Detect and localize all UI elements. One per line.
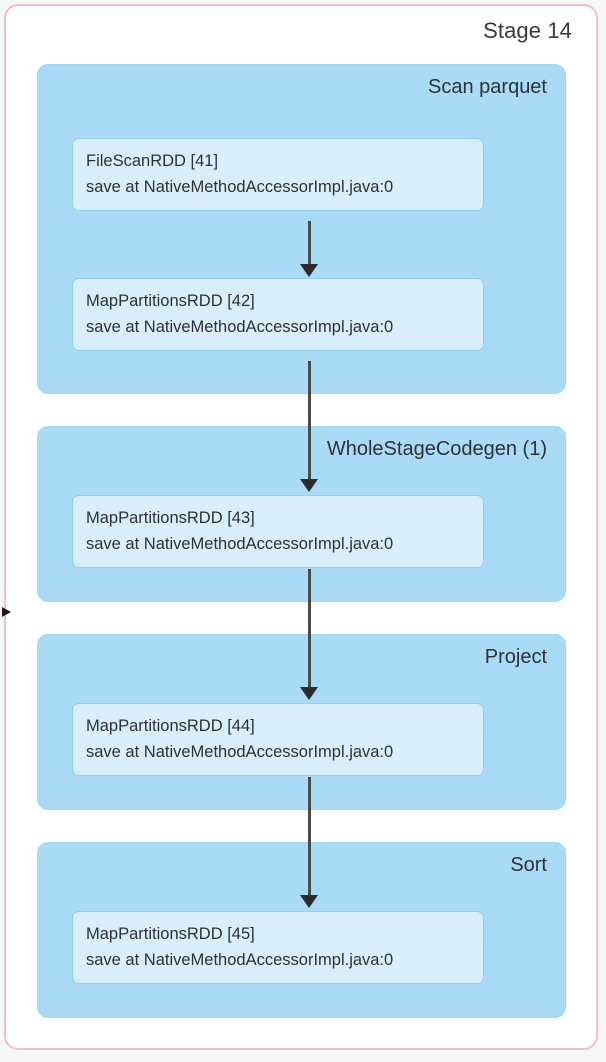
scope-label: Sort <box>510 854 547 876</box>
scope-label: WholeStageCodegen (1) <box>326 438 547 460</box>
rdd-node-name: MapPartitionsRDD [45] <box>86 925 255 943</box>
dag-edge-arrowhead <box>300 687 318 700</box>
scope-label: Scan parquet <box>428 76 547 98</box>
left-edge-arrow-icon <box>2 607 11 617</box>
rdd-node[interactable]: MapPartitionsRDD [43] save at NativeMeth… <box>72 495 484 568</box>
scope-box-project[interactable]: Project MapPartitionsRDD [44] save at Na… <box>37 634 566 810</box>
rdd-node-name: MapPartitionsRDD [42] <box>86 292 255 310</box>
rdd-node-name: FileScanRDD [41] <box>86 152 219 170</box>
dag-edge-44-to-45 <box>308 777 311 900</box>
rdd-node[interactable]: FileScanRDD [41] save at NativeMethodAcc… <box>72 138 484 211</box>
rdd-node-callsite: save at NativeMethodAccessorImpl.java:0 <box>86 535 394 553</box>
rdd-node-name: MapPartitionsRDD [43] <box>86 509 255 527</box>
dag-edge-43-to-44 <box>308 569 311 692</box>
stage-dag-panel: Stage 14 Scan parquet FileScanRDD [41] s… <box>2 4 598 1050</box>
dag-edge-arrowhead <box>300 264 318 277</box>
page-title: Stage 14 <box>483 18 572 43</box>
scope-label: Project <box>484 646 547 668</box>
rdd-node-callsite: save at NativeMethodAccessorImpl.java:0 <box>86 178 394 196</box>
dag-edge-arrowhead <box>300 479 318 492</box>
dag-edge-42-to-43 <box>308 361 311 484</box>
rdd-node[interactable]: MapPartitionsRDD [45] save at NativeMeth… <box>72 911 484 984</box>
dag-edge-arrowhead <box>300 895 318 908</box>
rdd-node-callsite: save at NativeMethodAccessorImpl.java:0 <box>86 743 394 761</box>
rdd-node-callsite: save at NativeMethodAccessorImpl.java:0 <box>86 318 394 336</box>
scope-box-sort[interactable]: Sort MapPartitionsRDD [45] save at Nativ… <box>37 842 566 1018</box>
rdd-node[interactable]: MapPartitionsRDD [44] save at NativeMeth… <box>72 703 484 776</box>
rdd-node[interactable]: MapPartitionsRDD [42] save at NativeMeth… <box>72 278 484 351</box>
scope-box-wholestagecodegen[interactable]: WholeStageCodegen (1) MapPartitionsRDD [… <box>37 426 566 602</box>
rdd-node-name: MapPartitionsRDD [44] <box>86 717 255 735</box>
scope-box-scan-parquet[interactable]: Scan parquet FileScanRDD [41] save at Na… <box>37 64 566 394</box>
dag-edge-41-to-42 <box>308 221 311 269</box>
rdd-node-callsite: save at NativeMethodAccessorImpl.java:0 <box>86 951 394 969</box>
